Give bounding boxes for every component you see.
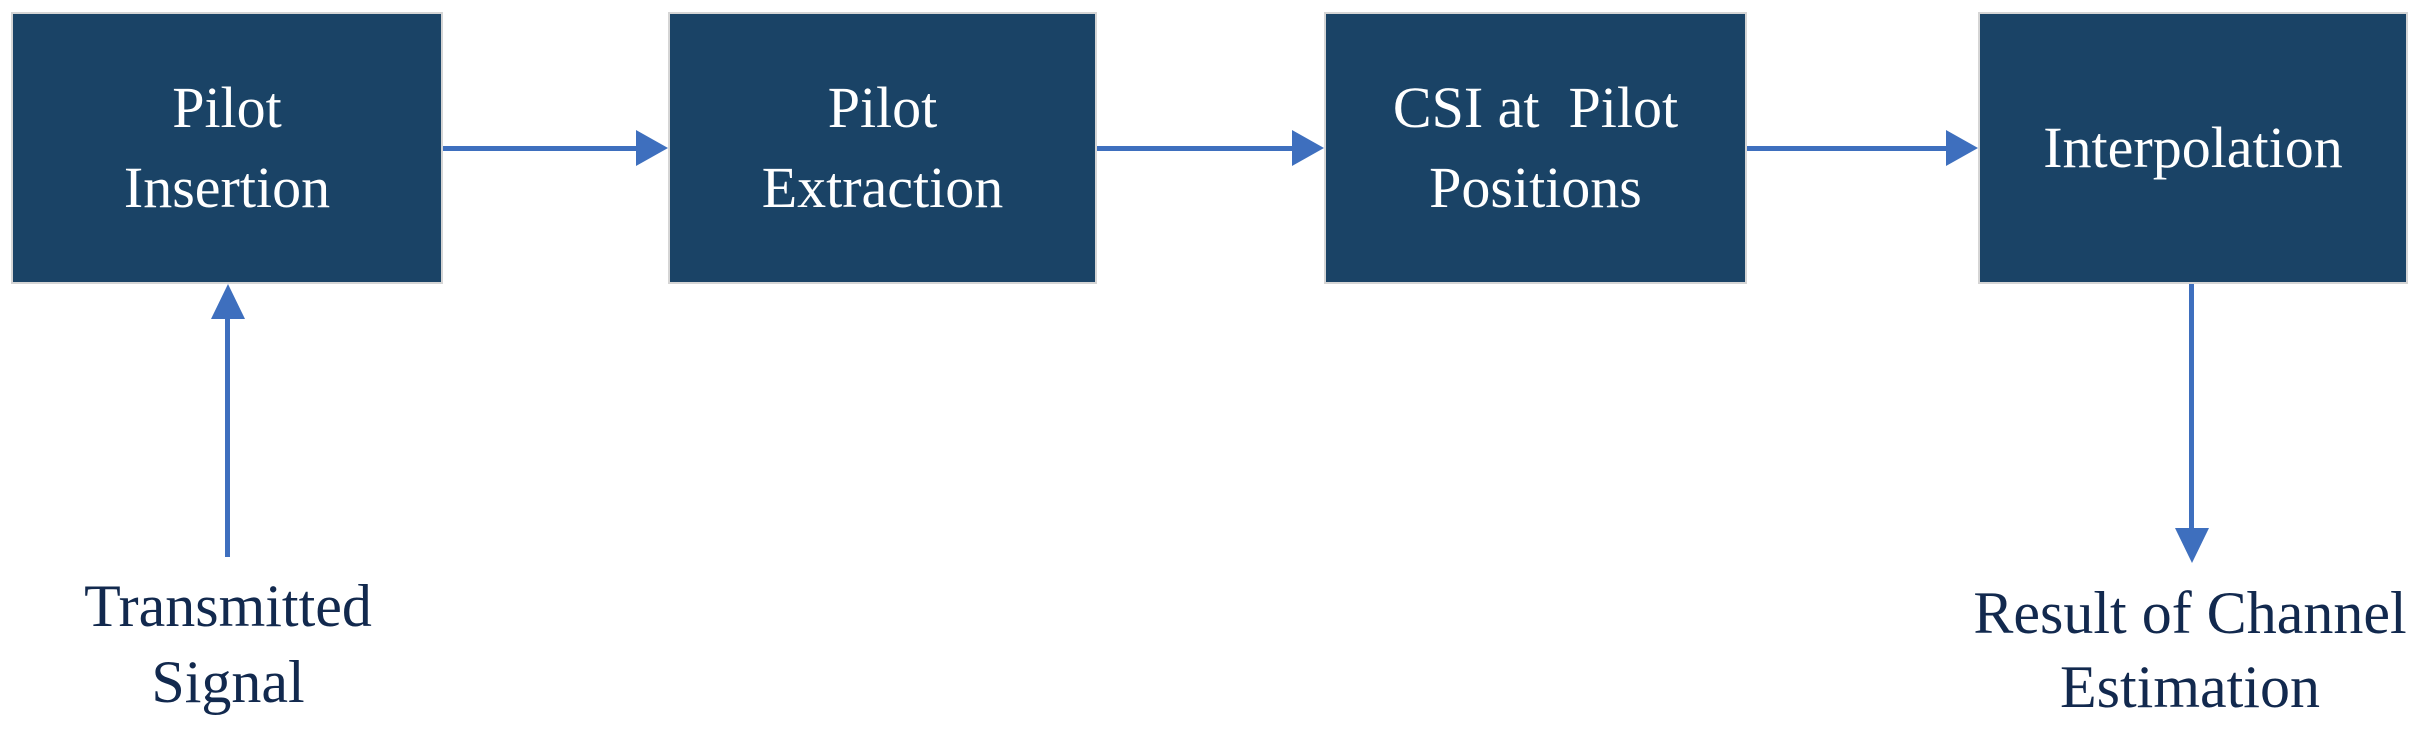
right-arrowhead-icon bbox=[636, 130, 668, 166]
label-line: Signal bbox=[151, 649, 305, 715]
step-box-csi-at-pilot-positions: CSI at Pilot Positions bbox=[1324, 12, 1747, 284]
step-box-label: Positions bbox=[1429, 155, 1642, 220]
arrow-shaft bbox=[1747, 146, 1948, 151]
step-box-label: Extraction bbox=[761, 155, 1004, 220]
label-transmitted-signal: Transmitted Signal bbox=[28, 568, 428, 720]
label-line: Estimation bbox=[2060, 654, 2320, 720]
label-result-of-channel-estimation: Result of Channel Estimation bbox=[1955, 576, 2425, 724]
arrow-pilot-extraction-to-csi bbox=[1097, 130, 1324, 166]
label-line: Result of Channel bbox=[1973, 580, 2407, 646]
arrow-shaft bbox=[1097, 146, 1294, 151]
down-arrowhead-icon bbox=[2175, 528, 2209, 563]
arrow-csi-to-interpolation bbox=[1747, 130, 1978, 166]
right-arrowhead-icon bbox=[1946, 130, 1978, 166]
step-box-label: Insertion bbox=[123, 155, 331, 220]
step-box-interpolation: Interpolation bbox=[1978, 12, 2408, 284]
up-arrowhead-icon bbox=[211, 284, 245, 319]
arrow-transmitted-signal-to-pilot-insertion bbox=[211, 284, 245, 557]
step-box-label: Pilot bbox=[172, 75, 282, 140]
step-box-label: CSI at Pilot bbox=[1392, 75, 1679, 140]
arrow-pilot-insertion-to-pilot-extraction bbox=[443, 130, 668, 166]
arrow-shaft bbox=[443, 146, 638, 151]
arrow-interpolation-to-result bbox=[2175, 284, 2209, 563]
step-box-pilot-insertion: Pilot Insertion bbox=[11, 12, 443, 284]
label-line: Transmitted bbox=[84, 573, 372, 639]
arrow-shaft bbox=[2189, 284, 2194, 530]
step-box-label: Pilot bbox=[827, 75, 938, 140]
arrow-shaft bbox=[225, 317, 230, 557]
step-box-pilot-extraction: Pilot Extraction bbox=[668, 12, 1097, 284]
step-box-label: Interpolation bbox=[2043, 115, 2343, 180]
right-arrowhead-icon bbox=[1292, 130, 1324, 166]
